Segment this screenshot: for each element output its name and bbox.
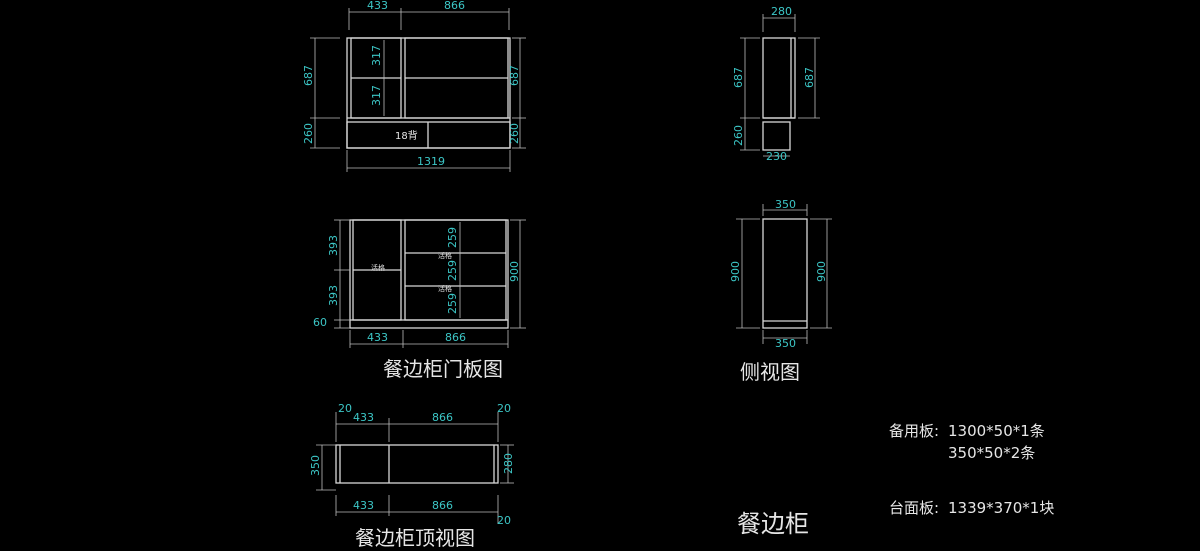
spare-board-label: 备用板:: [889, 422, 939, 440]
dim-top-edge-left: 20: [338, 402, 352, 415]
material-notes: 备用板: 1300*50*1条 350*50*2条 台面板: 1339*370*…: [889, 422, 1054, 517]
side-view-upper: 280 687 260 687 230: [732, 5, 820, 163]
dim-inner-h-b: 393: [327, 285, 340, 306]
dim-top-w-left-bottom: 433: [353, 499, 374, 512]
dim-front-h-upper-right: 687: [508, 65, 521, 86]
dim-side-h-lower: 260: [732, 125, 745, 146]
dim-front-w-total: 1319: [417, 155, 445, 168]
dim-side-h-total-right: 900: [815, 261, 828, 282]
dim-front-shelf-a: 317: [370, 45, 383, 66]
spare-board-1: 1300*50*1条: [948, 422, 1045, 440]
side-view-title: 侧视图: [740, 360, 800, 384]
top-view: 20 20 433 866 350 280 433 866 20: [309, 402, 515, 527]
dim-top-w-left: 433: [353, 411, 374, 424]
dim-inner-h-total: 900: [508, 261, 521, 282]
dim-top-w-right-bottom: 866: [432, 499, 453, 512]
front-door-view: 18背 433 866 687 260 687 260 317 317 1319: [302, 0, 526, 172]
dim-front-h-upper: 687: [302, 65, 315, 86]
dim-front-h-lower-right: 260: [508, 123, 521, 144]
adjustable-shelf-label-3: 活格: [438, 284, 452, 293]
side-view-lower: 350 900 900 350: [729, 198, 832, 350]
dim-side-w-bottom2: 350: [775, 337, 796, 350]
dim-side-h-upper-right: 687: [803, 67, 816, 88]
dim-inner-s3: 259: [446, 293, 459, 314]
dim-front-w-right: 866: [444, 0, 465, 12]
dim-top-depth-left: 350: [309, 455, 322, 476]
dim-front-w-left: 433: [367, 0, 388, 12]
adjustable-shelf-label: 活格: [371, 263, 385, 272]
inner-carcass-view: 活格 活格 活格 393 393 60 900 259 259 259 433 …: [313, 219, 526, 348]
dim-inner-h-base: 60: [313, 316, 327, 329]
dim-top-edge-right: 20: [497, 402, 511, 415]
dim-top-depth-right: 280: [502, 453, 515, 474]
front-view-title: 餐边柜门板图: [383, 357, 503, 381]
top-view-title: 餐边柜顶视图: [355, 526, 475, 550]
back-panel-label: 18背: [395, 129, 418, 142]
dim-inner-h-a: 393: [327, 235, 340, 256]
dim-side-h-total: 900: [729, 261, 742, 282]
dim-side-h-upper: 687: [732, 67, 745, 88]
dim-top-w-right: 866: [432, 411, 453, 424]
dim-front-h-lower: 260: [302, 123, 315, 144]
main-title: 餐边柜: [737, 510, 809, 538]
dim-front-shelf-b: 317: [370, 85, 383, 106]
dim-side-w-bottom: 230: [766, 150, 787, 163]
dim-inner-w-right: 866: [445, 331, 466, 344]
dim-top-edge-bottom: 20: [497, 514, 511, 527]
spare-board-2: 350*50*2条: [948, 444, 1035, 462]
dim-side-w-top: 280: [771, 5, 792, 18]
dim-inner-s1: 259: [446, 227, 459, 248]
dim-inner-s2: 259: [446, 260, 459, 281]
dim-side-w-top2: 350: [775, 198, 796, 211]
adjustable-shelf-label-2: 活格: [438, 251, 452, 260]
countertop-value: 1339*370*1块: [948, 499, 1054, 517]
countertop-label: 台面板:: [889, 499, 939, 517]
dim-inner-w-left: 433: [367, 331, 388, 344]
